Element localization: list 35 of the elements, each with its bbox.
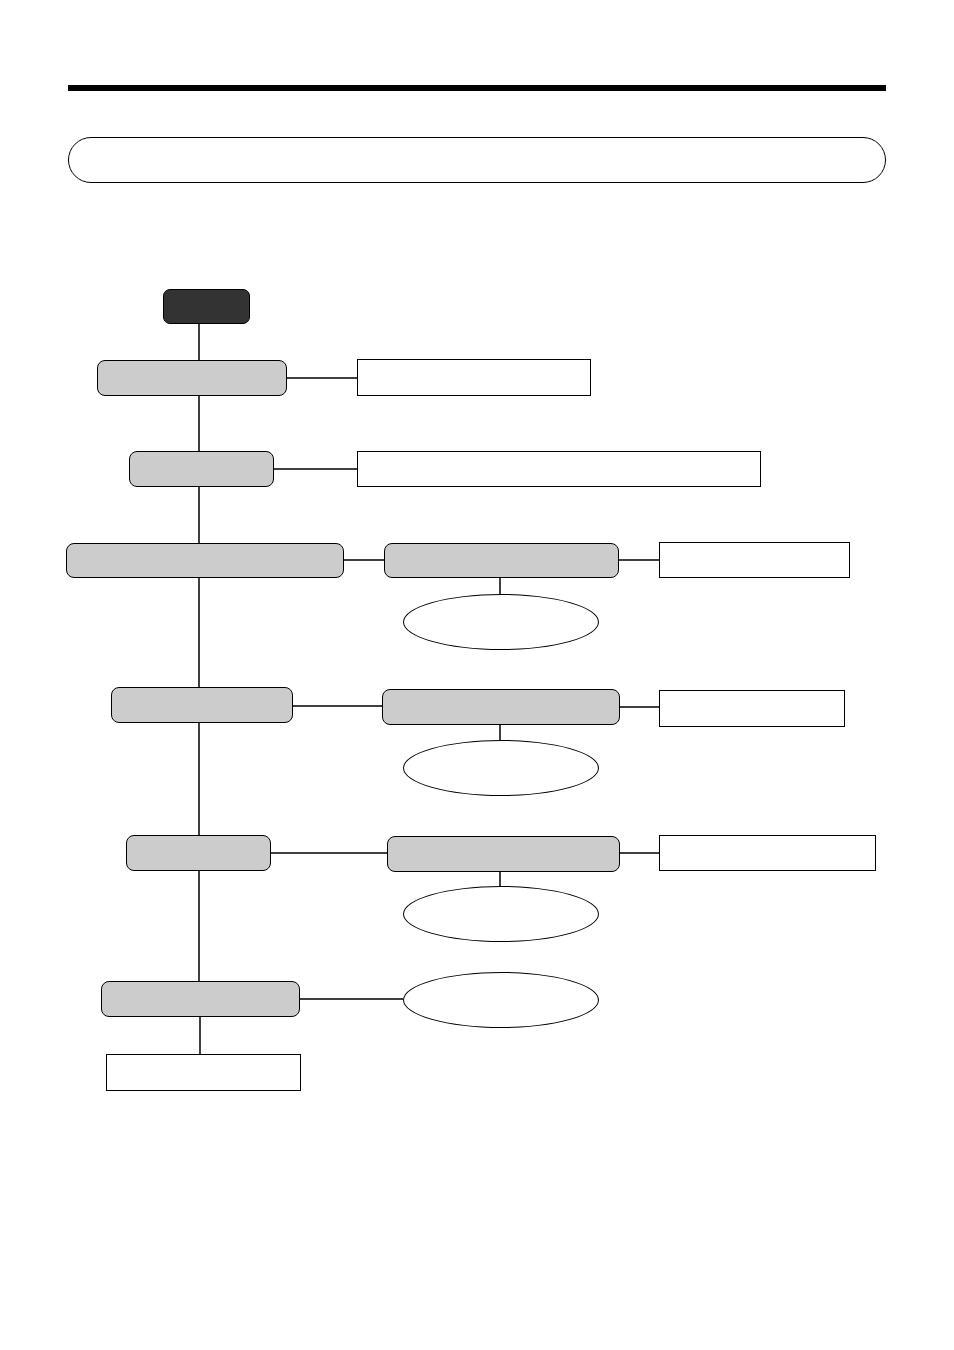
connector-line	[198, 870, 200, 982]
connector-line	[618, 559, 660, 561]
connector-line	[198, 395, 200, 452]
connector-line	[299, 998, 404, 1000]
connector-line	[343, 559, 385, 561]
process-box	[66, 543, 344, 578]
connector-line	[273, 468, 358, 470]
note-box	[659, 835, 876, 871]
connector-line	[292, 705, 383, 707]
start-box	[163, 289, 250, 324]
connector-line	[619, 706, 660, 708]
note-box	[357, 359, 591, 396]
connector-line	[499, 871, 501, 887]
process-box	[129, 451, 274, 487]
connector-line	[286, 377, 358, 379]
process-box	[126, 835, 271, 871]
process-box	[384, 543, 619, 578]
process-box	[387, 836, 620, 872]
note-box	[106, 1054, 301, 1091]
note-box	[659, 542, 850, 578]
process-box	[382, 689, 620, 725]
connector-line	[199, 1016, 201, 1055]
process-box	[97, 360, 287, 396]
note-box	[357, 451, 761, 487]
connector-line	[198, 323, 200, 361]
process-box	[111, 687, 293, 723]
connector-line	[198, 486, 200, 544]
connector-line	[619, 852, 660, 854]
connector-line	[198, 722, 200, 836]
connector-line	[270, 852, 388, 854]
connector-line	[499, 724, 501, 741]
connector-line	[499, 577, 501, 595]
note-box	[659, 690, 845, 727]
process-box	[101, 981, 300, 1017]
connector-line	[198, 577, 200, 688]
